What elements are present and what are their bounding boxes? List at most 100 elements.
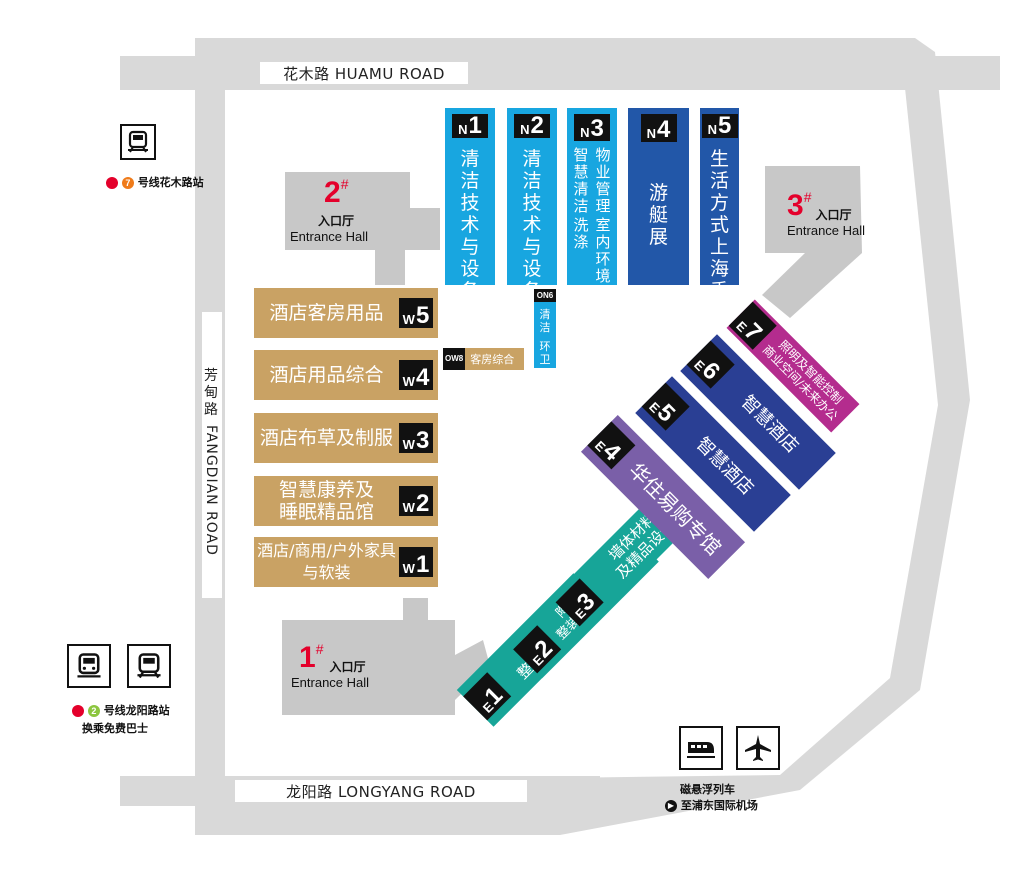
airplane-icon — [736, 726, 780, 770]
hall-label-line1: 酒店布草及制服 — [259, 427, 393, 449]
metro-line2-caption: 2 号线龙阳路站 — [72, 702, 170, 718]
west-road-label-zh: 芳甸路 — [204, 368, 218, 418]
hall-badge-letter: W — [402, 374, 415, 389]
entrance-2-en: Entrance Hall — [290, 229, 369, 244]
metro-line7-caption: 7 号线花木路站 — [106, 174, 204, 190]
hall-n1-label: 清洁技术与设备 — [460, 148, 480, 302]
hall-n3-label-grid: 智慧清洁物业管理洗涤室内环境 — [573, 147, 611, 285]
hall-label-line1: 酒店用品综合 — [269, 364, 384, 386]
hall-badge-digit: 4 — [657, 116, 671, 143]
shanghai-metro-logo-icon — [72, 705, 84, 717]
north-road-label: 花木路 HUAMU ROAD — [260, 62, 468, 84]
hall-ow8[interactable]: OW8 客房综合 — [443, 348, 524, 370]
hall-label-line2: 与软装 — [302, 563, 351, 582]
line-7-icon: 7 — [121, 177, 134, 189]
hall-n3-col3: 室内环境 — [595, 216, 611, 285]
hall-w2-label: 智慧康养及睡眠精品馆 — [254, 479, 399, 523]
hall-badge-digit: 3 — [590, 115, 604, 142]
hall-badge-letter: W — [402, 561, 415, 576]
entrance-3[interactable]: 3 # 入口厅 Entrance Hall — [787, 189, 897, 238]
hall-on6-line2: 环卫 — [539, 340, 551, 366]
entrance-2[interactable]: 2 # 入口厅 Entrance Hall — [290, 176, 400, 244]
hall-badge-letter: N — [520, 122, 530, 137]
hall-badge-digit: 5 — [718, 112, 732, 139]
hall-label-line1: 酒店客房用品 — [269, 302, 384, 324]
hall-n3-col2: 智慧清洁 — [573, 146, 589, 215]
hall-w1-label: 酒店/商用/户外家具与软装 — [254, 540, 399, 584]
maglev-caption-2: ▶ 至浦东国际机场 — [665, 797, 758, 813]
entrance-3-zh: 入口厅 — [815, 208, 852, 222]
entrance-1[interactable]: 1 # 入口厅 Entrance Hall — [291, 641, 401, 690]
maglev-train-icon — [679, 726, 723, 770]
hall-n3-col4: 洗涤 — [573, 216, 589, 251]
entrance-2-building — [285, 172, 440, 285]
entrance-1-zh: 入口厅 — [329, 660, 366, 674]
entrance-2-number: 2 — [324, 176, 341, 209]
north-road-band — [120, 56, 1000, 90]
hall-n3-col1: 物业管理 — [595, 146, 611, 215]
entrance-3-sup: # — [803, 189, 812, 205]
hall-ow8-label: 客房综合 — [470, 353, 515, 366]
free-bus-caption: 换乘免费巴士 — [82, 722, 148, 735]
entrance-1-number: 1 — [299, 641, 316, 674]
metro-train-icon — [127, 644, 171, 688]
hall-w3-label: 酒店布草及制服 — [254, 427, 399, 449]
entrance-3-building — [762, 166, 862, 318]
entrance-1-sup: # — [315, 641, 324, 657]
entrance-2-zh: 入口厅 — [318, 214, 355, 228]
hall-badge-letter: W — [402, 500, 415, 515]
bus-icon — [67, 644, 111, 688]
hall-w5-label: 酒店客房用品 — [254, 302, 399, 324]
hall-on6-badge: ON6 — [534, 289, 556, 302]
metro-line2-text: 号线龙阳路站 — [103, 704, 170, 717]
entrance-3-en: Entrance Hall — [787, 223, 866, 238]
entrance-1-building — [282, 598, 490, 715]
hall-on6[interactable]: ON6 清洁 环卫 — [534, 289, 556, 368]
west-road-label: 芳甸路 FANGDIAN ROAD — [194, 368, 228, 568]
hall-badge-digit: 1 — [415, 551, 430, 578]
hall-badge-digit: 5 — [415, 302, 430, 329]
hall-on6-line1: 清洁 — [539, 308, 551, 334]
entrance-2-sup: # — [340, 176, 349, 192]
hall-badge-letter: N — [458, 122, 468, 137]
metro-train-icon — [120, 124, 156, 160]
shanghai-metro-logo-icon — [106, 177, 118, 189]
entrance-3-number: 3 — [787, 189, 804, 222]
west-road-strip — [202, 312, 222, 598]
hall-badge-digit: 3 — [415, 427, 430, 454]
maglev-caption-1: 磁悬浮列车 — [680, 783, 735, 796]
hall-badge-digit: 2 — [415, 490, 430, 517]
hall-label-line1: 酒店/商用/户外家具 — [257, 541, 396, 560]
metro-line7-text: 号线花木路站 — [137, 176, 204, 189]
hall-badge-letter: W — [402, 437, 415, 452]
hall-badge-digit: 1 — [468, 112, 482, 139]
maglev-caption-2-text: 至浦东国际机场 — [680, 799, 758, 812]
line-2-icon: 2 — [87, 705, 100, 717]
hall-badge-letter: W — [402, 312, 415, 327]
hall-badge-letter: N — [580, 125, 590, 140]
hall-n2-label: 清洁技术与设备 — [522, 148, 542, 302]
hall-badge-letter: N — [707, 122, 718, 137]
west-road-label-en: FANGDIAN ROAD — [203, 425, 219, 556]
hall-ow8-badge: OW8 — [443, 348, 466, 370]
hall-label-line2: 睡眠精品馆 — [278, 501, 374, 523]
hall-w4-label: 酒店用品综合 — [254, 364, 399, 386]
hall-n5-label: 生活方式上海秀 — [709, 148, 729, 302]
